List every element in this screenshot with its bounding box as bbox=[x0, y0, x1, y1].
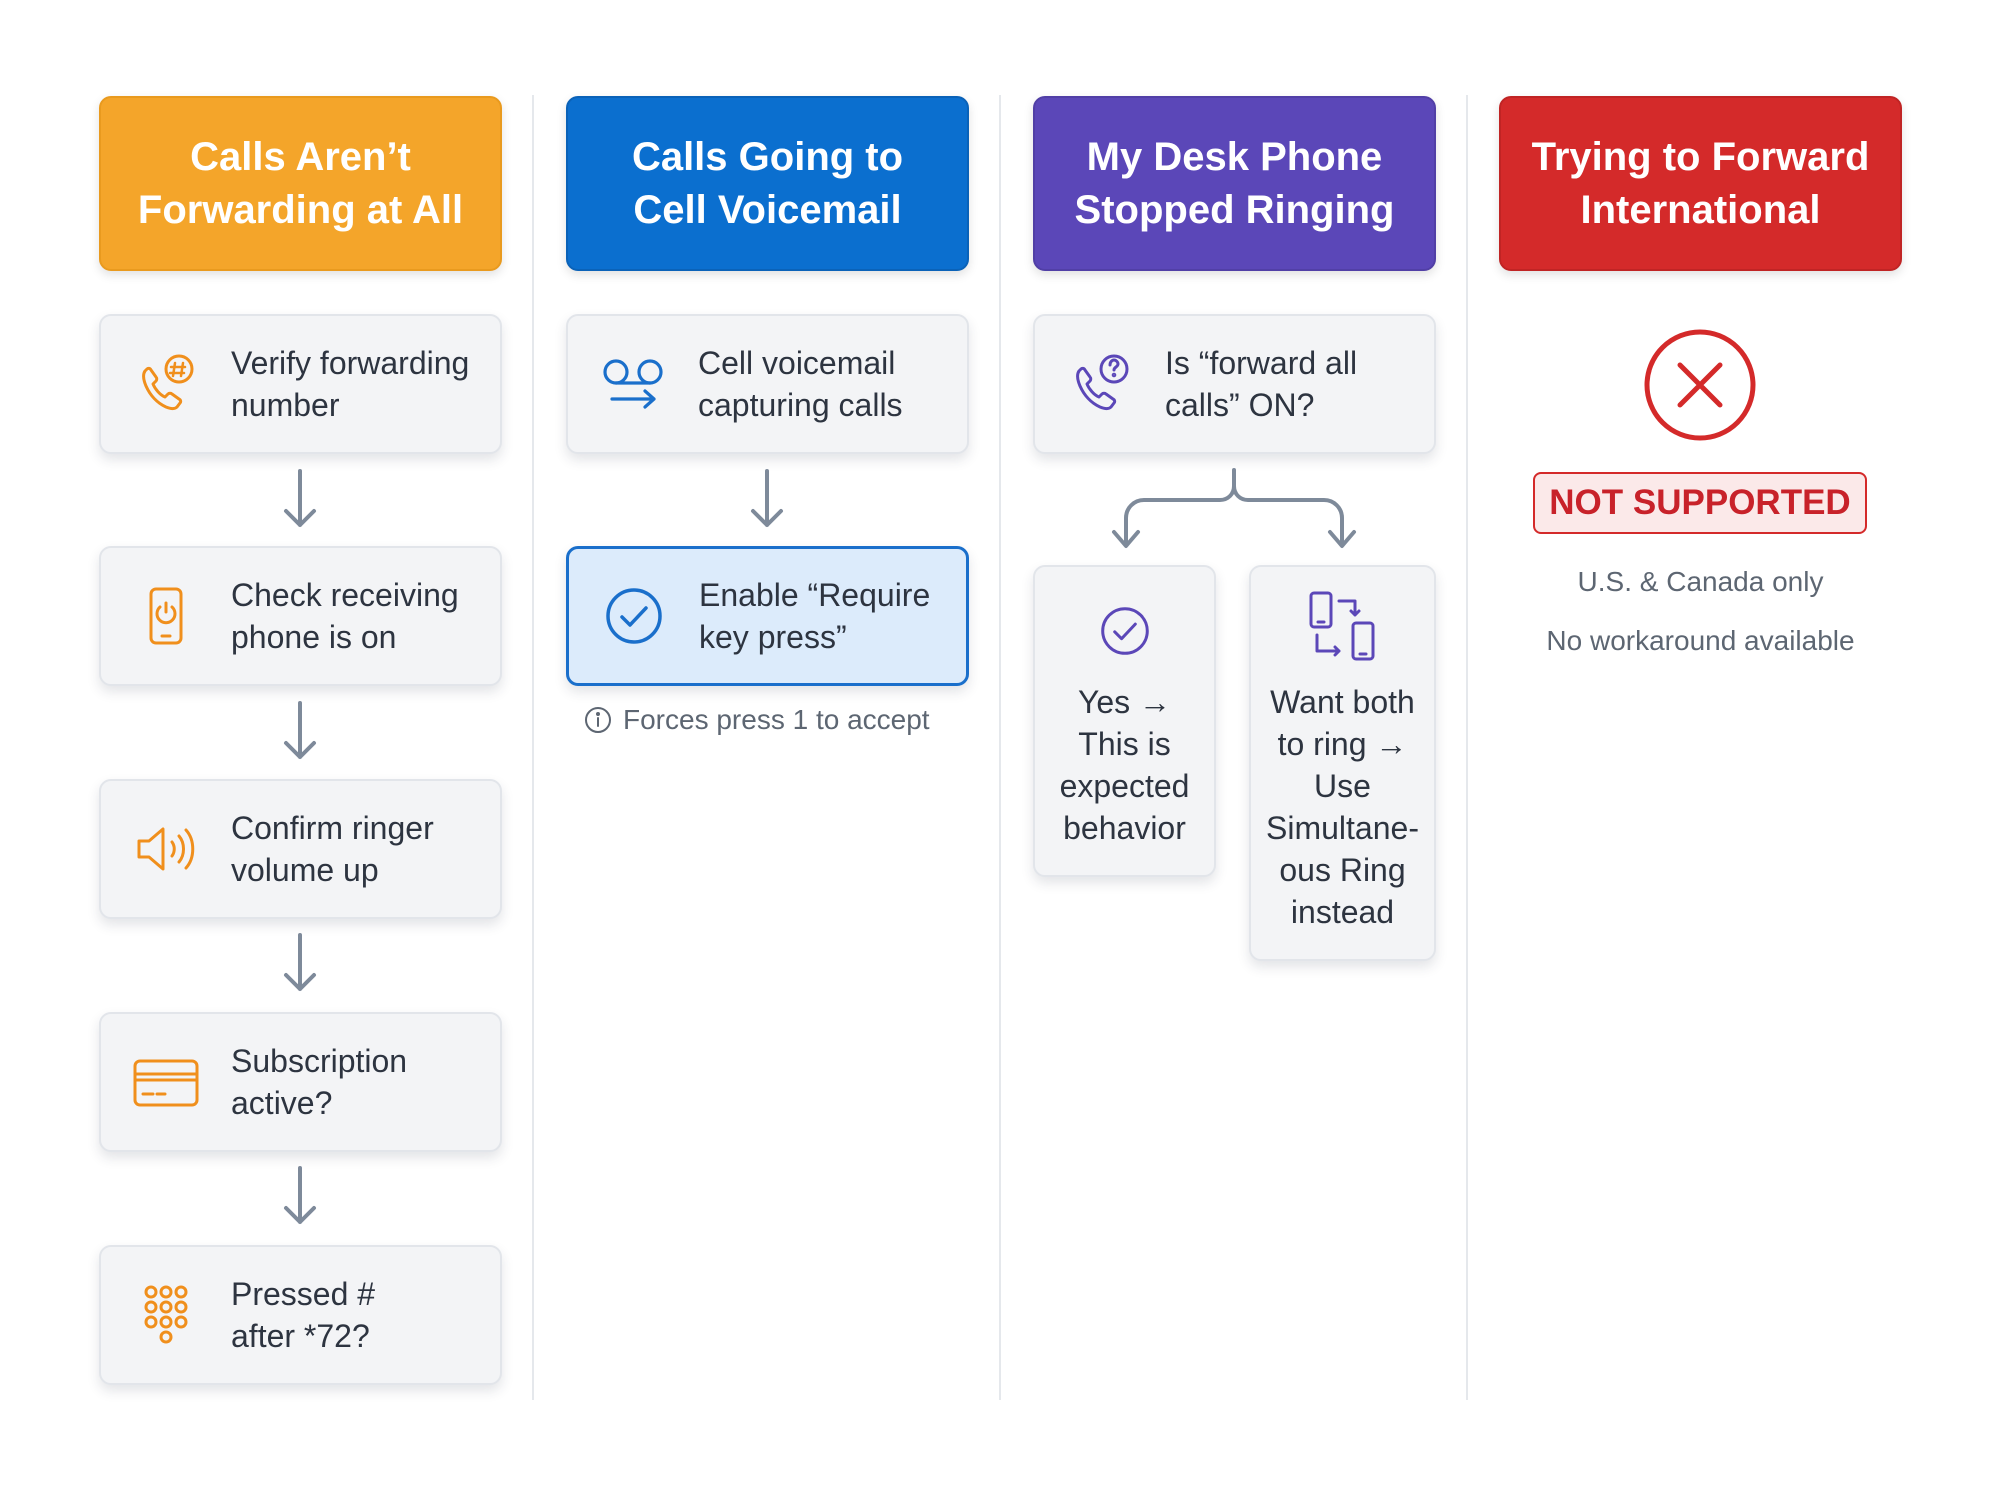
column-header-international: Trying to Forward International bbox=[1499, 96, 1902, 271]
x-circle-icon bbox=[1644, 329, 1756, 441]
step-card: Check receiving phone is on bbox=[99, 546, 502, 686]
availability-note: U.S. & Canada only bbox=[1577, 566, 1824, 597]
step-label: Confirm ringer volume up bbox=[231, 810, 434, 888]
flow-arrow bbox=[751, 469, 783, 527]
step-card: Pressed # after *72? bbox=[99, 1245, 502, 1385]
check-circle-icon bbox=[606, 588, 662, 644]
column-header-desk-phone: My Desk Phone Stopped Ringing bbox=[1033, 96, 1436, 271]
phone-power-icon bbox=[149, 587, 183, 645]
voicemail-forward-icon bbox=[603, 359, 663, 409]
step-card: Cell voicemail capturing calls bbox=[566, 314, 969, 454]
question-card: Is “forward all calls” ON? bbox=[1033, 314, 1436, 454]
info-note-text: Forces press 1 to accept bbox=[623, 704, 930, 735]
branch-card-simultaneous: Want both to ring → Use Simultane- ous R… bbox=[1249, 565, 1436, 961]
branch-label: Want both to ring → Use Simultane- ous R… bbox=[1266, 684, 1419, 930]
step-card: Subscription active? bbox=[99, 1012, 502, 1152]
column-divider bbox=[532, 95, 534, 1400]
step-card: Verify forwarding number bbox=[99, 314, 502, 454]
phone-hash-icon bbox=[142, 354, 194, 410]
flow-arrow bbox=[284, 701, 316, 759]
workaround-note: No workaround available bbox=[1546, 625, 1855, 656]
step-label: Pressed # after *72? bbox=[231, 1276, 376, 1354]
flow-arrow bbox=[284, 933, 316, 991]
column-header-not-forwarding: Calls Aren’t Forwarding at All bbox=[99, 96, 502, 271]
flow-arrow bbox=[284, 1166, 316, 1224]
step-label: Enable “Require key press” bbox=[699, 577, 931, 655]
step-label: Cell voicemail capturing calls bbox=[698, 345, 903, 423]
devices-swap-icon bbox=[1309, 591, 1374, 661]
not-supported-badge: NOT SUPPORTED bbox=[1533, 472, 1867, 534]
column-divider bbox=[999, 95, 1001, 1400]
phone-question-icon bbox=[1076, 354, 1129, 410]
branch-connector bbox=[1112, 468, 1356, 548]
step-label: Verify forwarding number bbox=[231, 345, 470, 423]
step-card-highlighted: Enable “Require key press” bbox=[566, 546, 969, 686]
check-circle-icon bbox=[1100, 607, 1149, 655]
column-divider bbox=[1466, 95, 1468, 1400]
flow-arrow bbox=[284, 469, 316, 527]
info-note: Forces press 1 to accept bbox=[583, 704, 930, 736]
keypad-icon bbox=[144, 1285, 188, 1344]
step-card: Confirm ringer volume up bbox=[99, 779, 502, 919]
question-label: Is “forward all calls” ON? bbox=[1165, 345, 1358, 423]
branch-card-yes: Yes → This is expected behavior bbox=[1033, 565, 1216, 877]
credit-card-icon bbox=[133, 1059, 199, 1107]
speaker-volume-icon bbox=[137, 827, 195, 871]
column-header-cell-voicemail: Calls Going to Cell Voicemail bbox=[566, 96, 969, 271]
step-label: Subscription active? bbox=[231, 1043, 408, 1121]
step-label: Check receiving phone is on bbox=[231, 577, 459, 655]
info-icon bbox=[585, 707, 611, 733]
branch-label: Yes → This is expected behavior bbox=[1059, 684, 1190, 846]
